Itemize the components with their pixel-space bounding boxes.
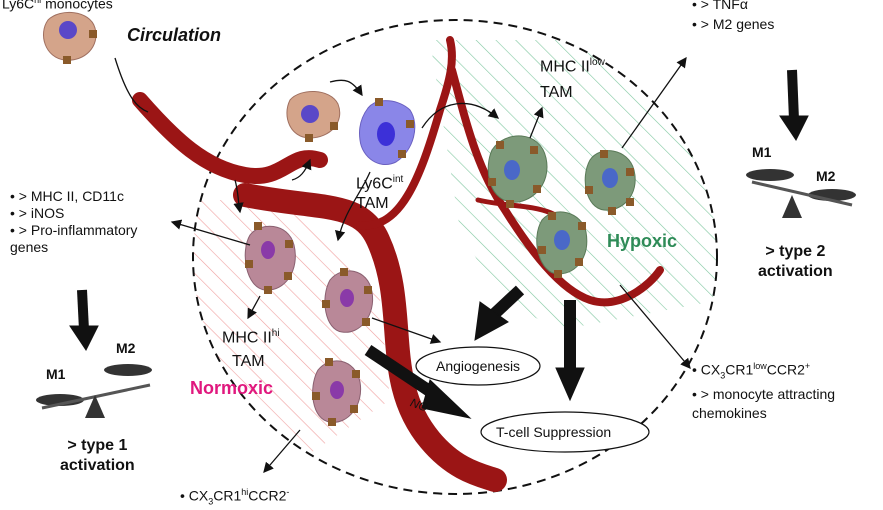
bottom-bullet: • CX3CR1hiCCR2- — [180, 487, 290, 507]
m2-cell-3 — [536, 211, 588, 278]
m1-cell-3 — [312, 358, 362, 426]
balance-left-m2: M2 — [116, 340, 136, 356]
m1-cell-2 — [322, 268, 374, 333]
balance-right — [746, 169, 856, 218]
cells — [43, 11, 636, 426]
balance-right-caption: > type 2 activation — [758, 243, 833, 280]
tcell-suppression-label: T-cell Suppression — [496, 424, 612, 440]
circulation-label: Circulation — [127, 25, 222, 45]
tumor-boundary — [192, 19, 718, 495]
m2-cell-1 — [487, 135, 548, 208]
balance-left-m1: M1 — [46, 366, 66, 382]
ly6c-int-cell — [359, 98, 416, 165]
thin-arrows — [114, 56, 691, 473]
top-right-bullets: • > TNFα • > M2 genes — [692, 0, 775, 32]
tcell-ellipse — [480, 411, 650, 453]
thick-arrows — [69, 69, 809, 419]
hypoxic-label: Hypoxic — [607, 231, 678, 251]
normoxic-label: Normoxic — [190, 378, 274, 398]
right-bullets: • CX3CR1lowCCR2+ • > monocyte attracting… — [692, 361, 836, 422]
blood-vessels — [132, 36, 664, 492]
monocyte-cell-top-left — [43, 11, 97, 64]
balance-right-m2: M2 — [816, 168, 836, 184]
top-left-partial-label: Ly6Chi monocytes — [2, 0, 113, 12]
m2-cell-2 — [584, 150, 636, 215]
left-bullets: • > MHC II, CD11c • > iNOS • > Pro-infla… — [10, 188, 138, 255]
angiogenesis-label: Angiogenesis — [436, 358, 521, 374]
monocyte-cell-circle — [286, 91, 341, 142]
balance-right-m1: M1 — [752, 144, 772, 160]
balance-left-caption: > type 1 activation — [60, 437, 135, 474]
m1-cell-1 — [244, 222, 296, 294]
balance-left — [36, 364, 152, 418]
angiogenesis-ellipse — [415, 346, 541, 386]
